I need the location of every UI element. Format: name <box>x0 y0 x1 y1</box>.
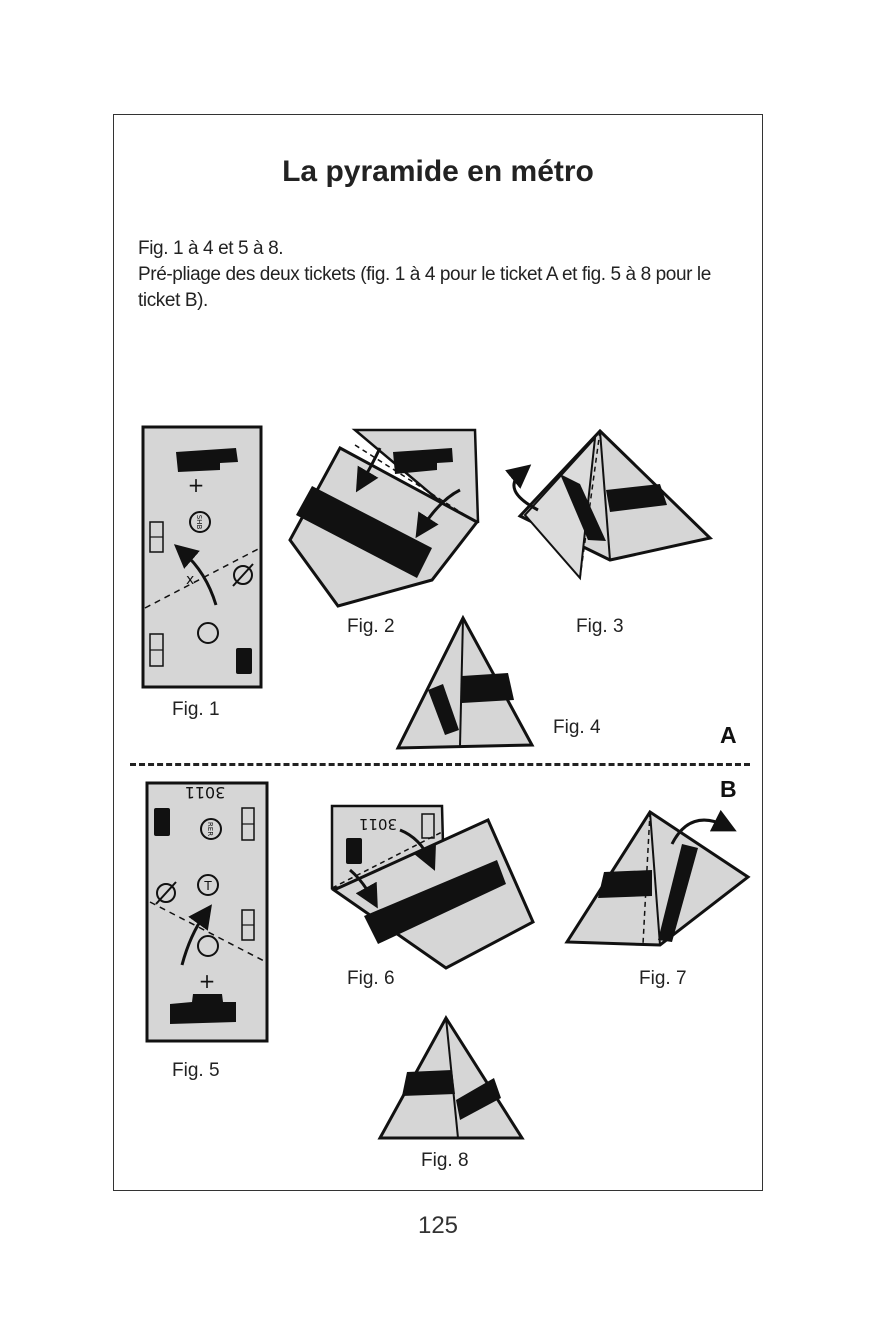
svg-text:+: + <box>188 473 205 497</box>
stamp-circle <box>189 511 211 533</box>
fig8-pyramid-b <box>377 1015 525 1140</box>
fig7-pyramid-forming <box>564 809 751 947</box>
caption-fig2: Fig. 2 <box>347 616 395 637</box>
section-label-a: A <box>720 722 737 748</box>
caption-fig6: Fig. 6 <box>347 968 395 989</box>
caption-fig5: Fig. 5 <box>172 1060 220 1081</box>
fold-arrow-icon <box>349 868 378 909</box>
magnetic-stripe <box>462 673 514 703</box>
rotate-arrow-icon <box>670 809 737 845</box>
caption-fig7: Fig. 7 <box>639 968 687 989</box>
fig2-folded-ticket <box>288 428 480 608</box>
fold-arrow-icon <box>415 488 461 539</box>
fold-arrow-icon <box>180 904 212 966</box>
magnetic-stripe <box>402 1070 455 1096</box>
intro-line-2: Pré-pliage des deux tickets (fig. 1 à 4 … <box>138 264 711 311</box>
svg-text:x: x <box>186 572 194 588</box>
ticket-code: 3011 <box>185 783 226 802</box>
fold-arrow-icon <box>399 828 436 871</box>
caption-fig3: Fig. 3 <box>576 616 624 637</box>
intro-line-1: Fig. 1 à 4 et 5 à 8. <box>138 238 284 259</box>
rotate-arrow-icon <box>505 464 539 512</box>
ticket-stamp-b: RER <box>206 822 214 836</box>
fig6-folded-ticket: 3011 <box>330 804 535 970</box>
section-divider <box>130 763 750 766</box>
intro-text: Fig. 1 à 4 et 5 à 8. Pré-pliage des deux… <box>138 236 748 314</box>
fold-arrow-icon <box>173 544 218 606</box>
page-title: La pyramide en métro <box>282 155 594 188</box>
fig3-pyramid-forming <box>505 428 714 581</box>
magnetic-stripe <box>364 860 506 944</box>
page-number: 125 <box>417 1212 459 1239</box>
caption-fig8: Fig. 8 <box>421 1150 469 1171</box>
magnetic-stripe <box>296 486 432 578</box>
page-frame <box>113 114 763 1191</box>
svg-text:3011: 3011 <box>359 815 397 833</box>
fig4-pyramid-a <box>395 614 535 750</box>
magnetic-stripe <box>606 484 667 512</box>
svg-text:+: + <box>199 969 216 993</box>
magnetic-notch <box>176 448 238 472</box>
fold-arrow-icon <box>355 447 382 493</box>
fig1-ticket-a: + SHB x <box>141 425 263 689</box>
caption-fig1: Fig. 1 <box>172 699 220 720</box>
fig5-ticket-b: 3011 RER T + <box>145 781 269 1043</box>
magnetic-stripe <box>598 870 652 898</box>
ticket-stamp-a: SHB <box>195 515 203 530</box>
section-label-b: B <box>720 776 737 802</box>
magnetic-notch <box>170 994 236 1024</box>
caption-fig4: Fig. 4 <box>553 717 601 738</box>
ticket-letter: T <box>203 879 212 893</box>
